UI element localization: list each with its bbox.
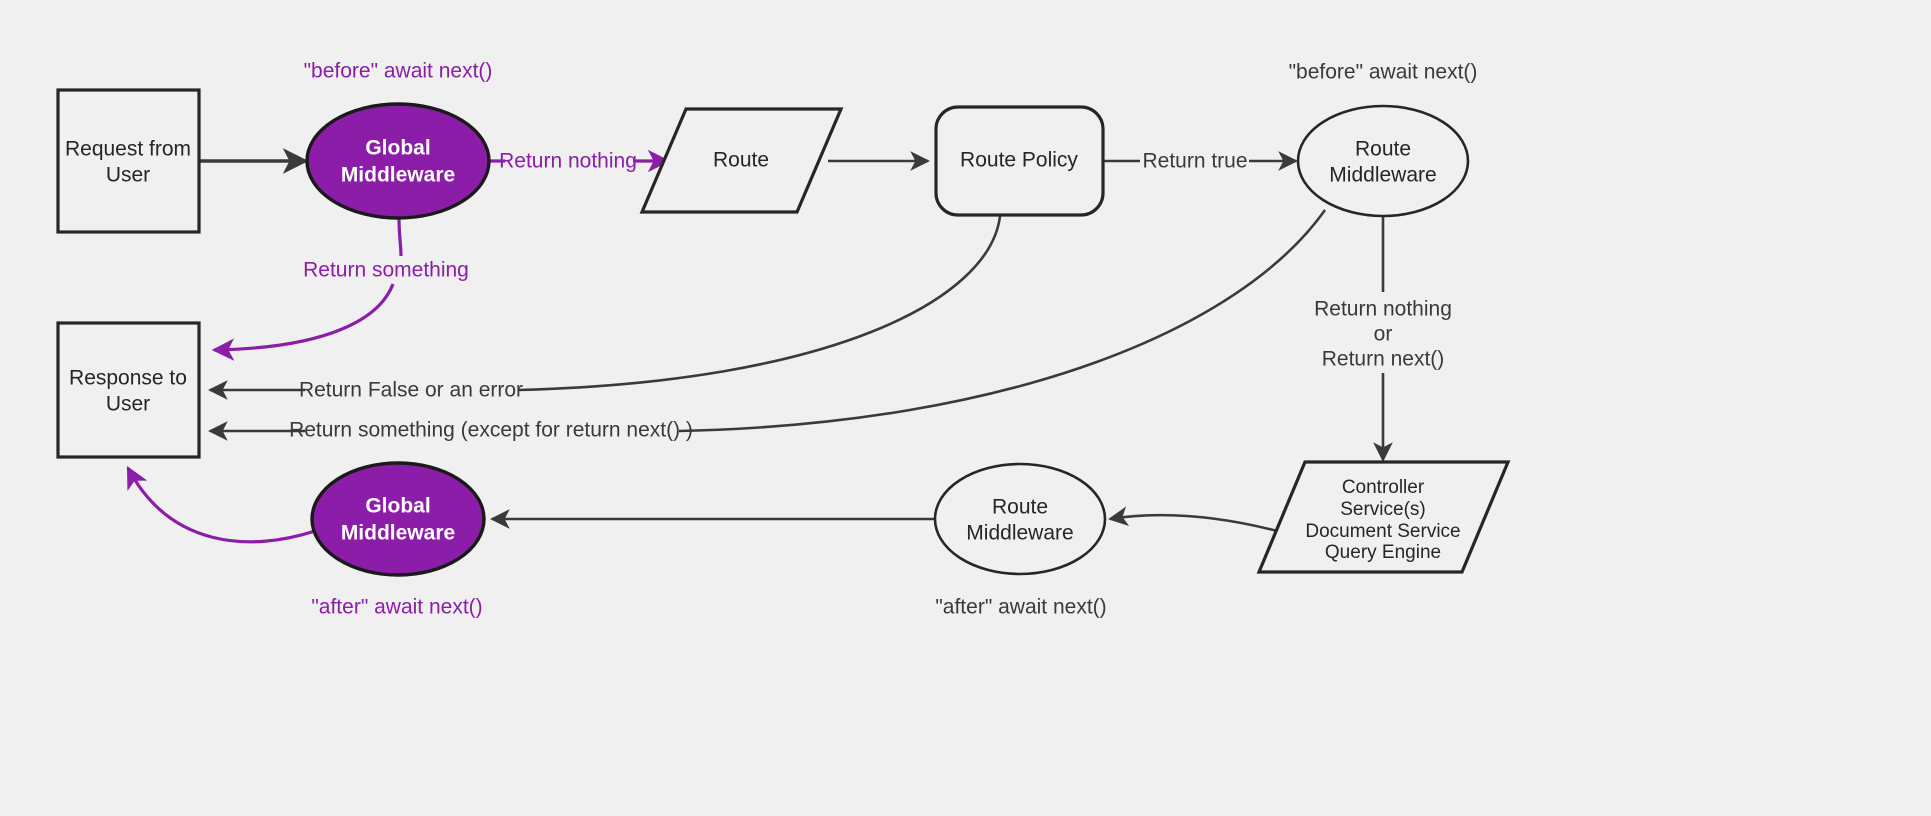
node-route-middleware-top-line1: Route — [1355, 138, 1411, 161]
node-route-middleware-bottom[interactable] — [933, 462, 1107, 576]
edge-label-return-nothing-global: Return nothing — [499, 150, 637, 173]
node-route-middleware-bottom-line1: Route — [992, 496, 1048, 519]
node-global-middleware-bottom-line1: Global — [365, 495, 430, 518]
node-global-middleware-bottom-line2: Middleware — [341, 522, 455, 545]
node-response-to-user-line1: Response to — [69, 367, 187, 390]
edge-global-middleware-to-response-b — [211, 283, 395, 361]
node-controller-services-line2: Service(s) — [1340, 499, 1426, 520]
edge-route-policy-to-response-curve — [518, 215, 1002, 392]
node-route-middleware-top[interactable] — [1296, 104, 1470, 218]
annotation-before-await-next-route: "before" await next() — [1289, 61, 1478, 84]
node-route-policy[interactable] — [934, 105, 1105, 217]
edge-label-return-something-except: Return something (except for return next… — [289, 419, 693, 442]
edge-label-return-next: Return next() — [1322, 348, 1445, 371]
node-route-middleware-bottom-line2: Middleware — [966, 522, 1073, 545]
node-request-from-user-line2: User — [106, 164, 150, 187]
edge-label-return-true: Return true — [1142, 150, 1247, 173]
node-response-to-user[interactable] — [56, 321, 201, 459]
edge-label-return-false-or-error: Return False or an error — [299, 379, 523, 402]
node-request-from-user-line1: Request from — [65, 138, 191, 161]
node-controller-services-line1: Controller — [1342, 477, 1425, 498]
node-route-label: Route — [713, 149, 769, 172]
node-global-middleware-top[interactable] — [305, 102, 491, 220]
node-response-to-user-line2: User — [106, 393, 150, 416]
node-global-middleware-top-line1: Global — [365, 137, 430, 160]
node-route[interactable] — [639, 107, 844, 214]
annotation-before-await-next-global: "before" await next() — [304, 60, 493, 83]
node-controller-services[interactable] — [1256, 460, 1511, 574]
edge-label-return-something-global: Return something — [303, 259, 469, 282]
edge-route-middleware-to-response-curve — [678, 209, 1327, 433]
node-route-middleware-top-line2: Middleware — [1329, 164, 1436, 187]
node-controller-services-line4: Query Engine — [1325, 542, 1441, 563]
edge-label-or: or — [1374, 323, 1393, 346]
edge-global-middleware-to-response-a — [397, 217, 403, 257]
edge-global-middleware-bottom-to-response — [126, 466, 316, 544]
node-controller-services-line3: Document Service — [1305, 521, 1460, 542]
node-route-policy-label: Route Policy — [960, 149, 1078, 172]
node-global-middleware-top-line2: Middleware — [341, 164, 455, 187]
node-request-from-user[interactable] — [56, 88, 201, 234]
node-global-middleware-bottom[interactable] — [310, 461, 486, 577]
edge-label-return-nothing-route: Return nothing — [1314, 298, 1452, 321]
annotation-after-await-next-global: "after" await next() — [311, 596, 482, 619]
annotation-after-await-next-route: "after" await next() — [935, 596, 1106, 619]
